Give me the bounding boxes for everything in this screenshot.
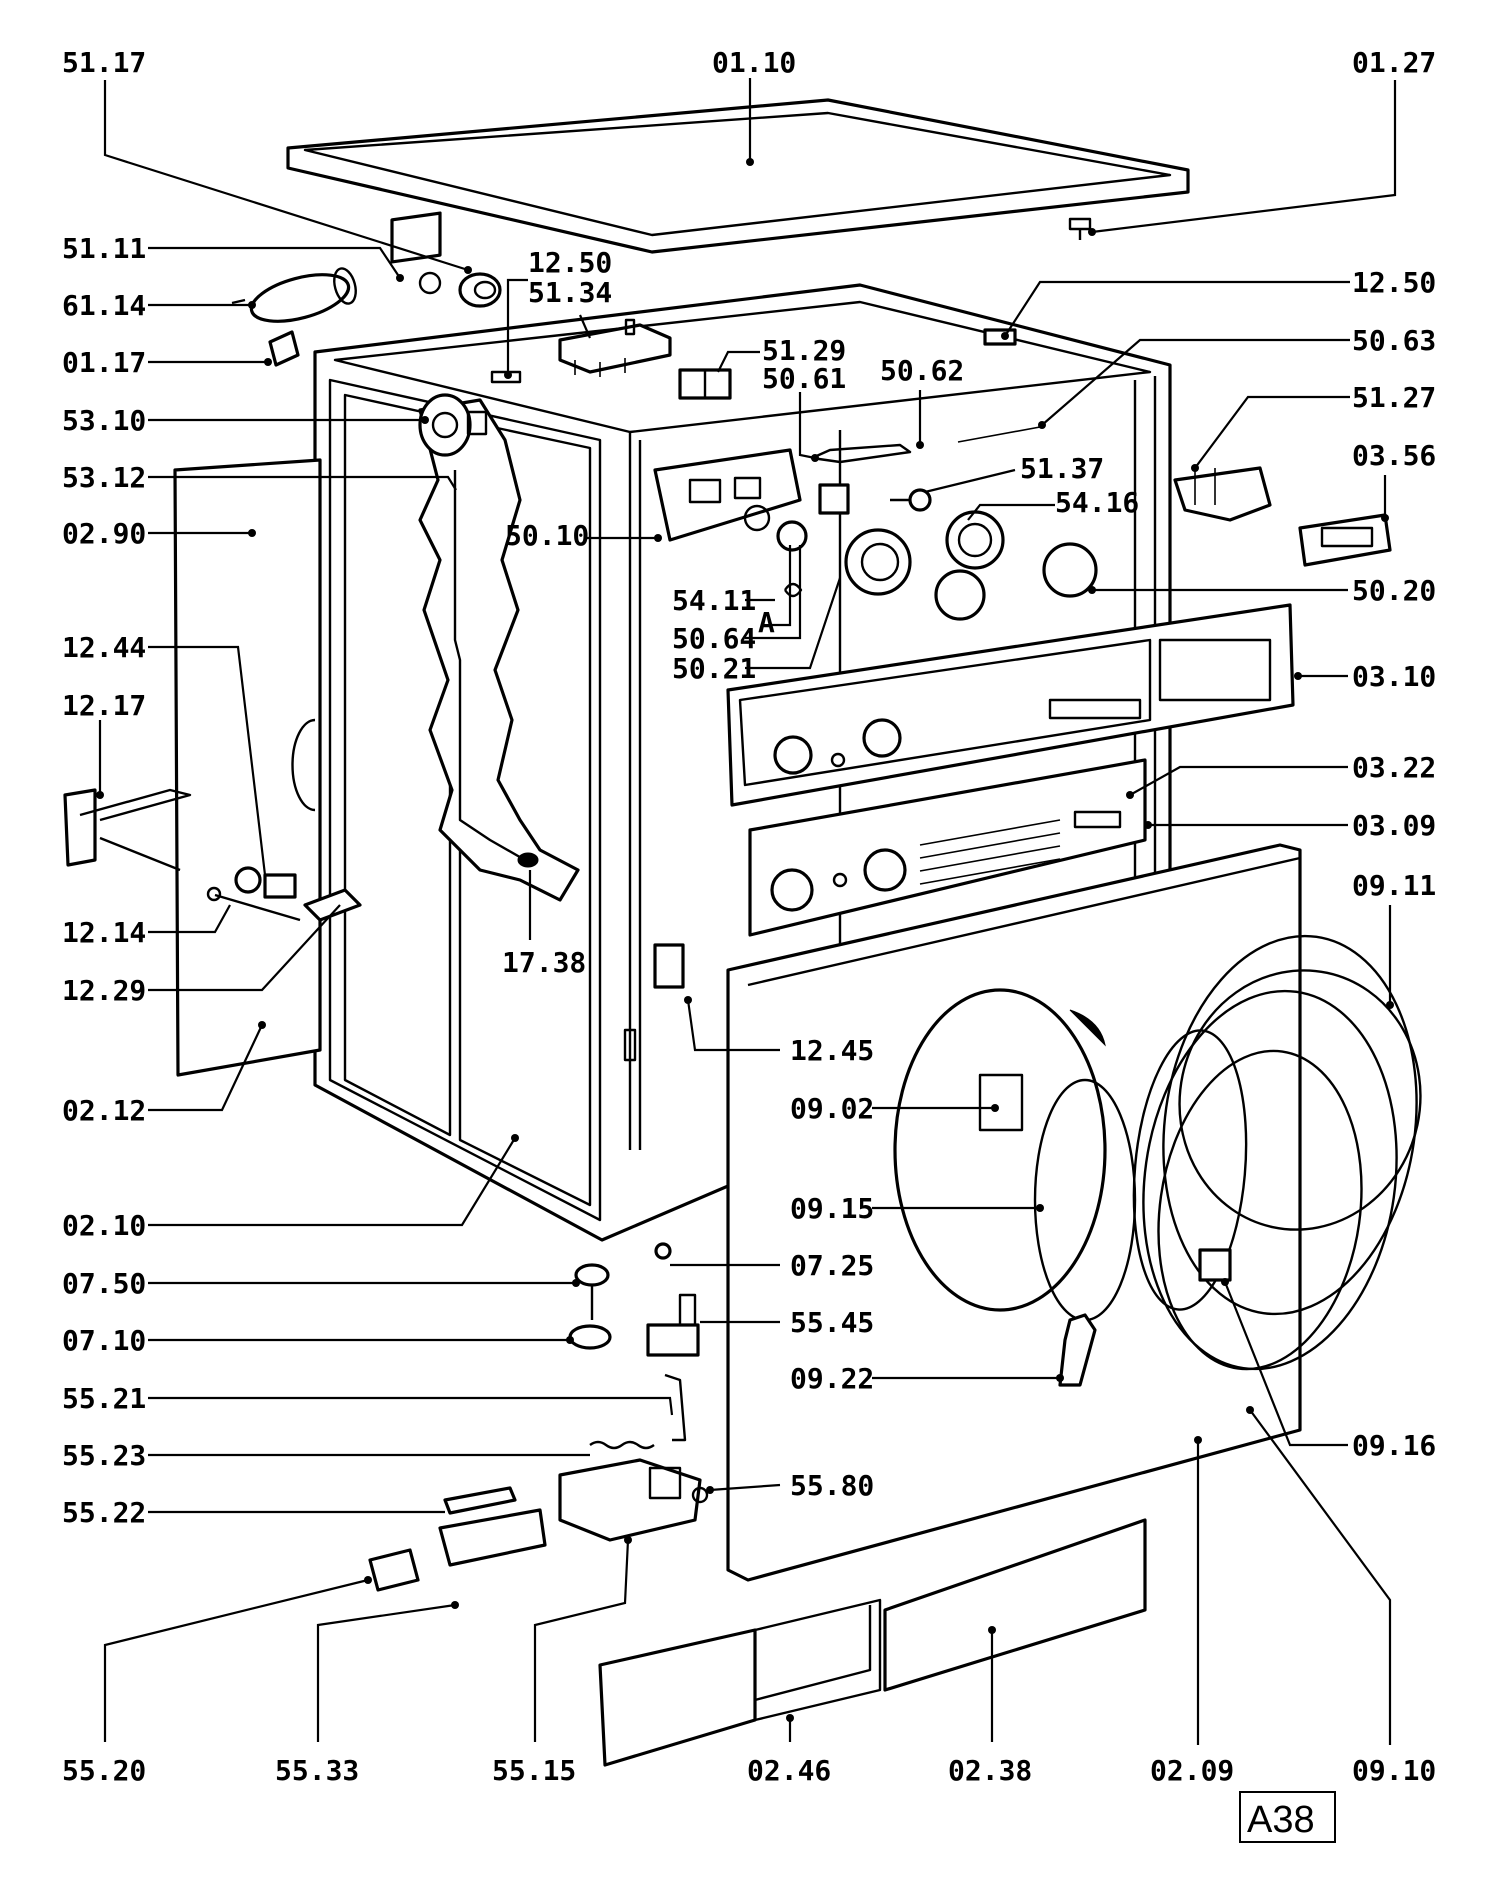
door-hinge [1058,1313,1097,1387]
part-label: 09.02 [790,1092,874,1125]
small-switch [818,483,932,515]
part-label: 12.50 [1352,266,1436,299]
part-label: 55.20 [62,1754,146,1787]
suppressor-block [390,211,502,308]
lever-rod [810,426,1041,464]
diagram-code-box: A38 [1239,1791,1336,1843]
capacitor [231,267,357,323]
part-label: 54.11 [672,584,756,617]
bracket [268,330,300,367]
part-label: 07.10 [62,1324,146,1357]
part-label: 02.90 [62,517,146,550]
part-label: 53.10 [62,404,146,437]
part-label: 12.17 [62,689,146,722]
part-label: 01.10 [712,46,796,79]
part-label: 55.15 [492,1754,576,1787]
rear-panel [173,458,322,1077]
part-label: 01.27 [1352,46,1436,79]
part-label: 03.22 [1352,751,1436,784]
washing-machine-drawing [63,98,1422,1767]
part-label: 51.34 [528,276,612,309]
side-hinge-bracket [623,943,685,1062]
leader-lines [96,78,1397,1745]
part-label: 50.62 [880,354,964,387]
part-label: 50.10 [505,519,589,552]
part-label: 51.17 [62,46,146,79]
dispenser-tray [1173,466,1272,522]
part-label: A [758,606,775,639]
cutaway-hose [418,398,580,902]
part-label: 12.44 [62,631,146,664]
part-label: 55.23 [62,1439,146,1472]
part-label: 53.12 [62,461,146,494]
part-label: 55.22 [62,1496,146,1529]
part-label: 55.80 [790,1469,874,1502]
top-lid [286,98,1190,254]
control-panel [748,758,1147,937]
part-label: 03.10 [1352,660,1436,693]
hinge-arm [63,788,192,872]
part-label: 50.64 [672,622,756,655]
control-knobs [776,510,1098,621]
part-label: 17.38 [502,946,586,979]
part-label: 51.37 [1020,452,1104,485]
lid-clip [1068,217,1092,240]
control-fascia [726,603,1295,807]
part-label: 51.27 [1352,381,1436,414]
part-label: 50.63 [1352,324,1436,357]
clip-right [983,328,1017,346]
pressure-switch [418,393,488,457]
door-lock-assembly [368,1293,709,1592]
part-label: 02.12 [62,1094,146,1127]
part-label: 09.11 [1352,869,1436,902]
part-label: 03.56 [1352,439,1436,472]
part-labels: 51.17 01.10 01.27 51.11 12.50 51.34 61.1… [62,46,1436,1787]
part-label: 09.15 [790,1192,874,1225]
part-label: 09.16 [1352,1429,1436,1462]
part-label: 02.09 [1150,1754,1234,1787]
plinth-panels [598,1518,1147,1767]
part-label: 54.16 [1055,486,1139,519]
relay [678,368,732,400]
part-label: 09.22 [790,1362,874,1395]
part-label: 12.45 [790,1034,874,1067]
control-electronics [653,448,802,542]
part-label: 12.29 [62,974,146,1007]
part-label: 55.45 [790,1306,874,1339]
part-label: 02.46 [747,1754,831,1787]
part-label: 55.21 [62,1382,146,1415]
part-label: 50.21 [672,652,756,685]
part-label: 07.25 [790,1249,874,1282]
part-label: 01.17 [62,346,146,379]
diagram-code: A38 [1247,1799,1315,1841]
part-label: 09.10 [1352,1754,1436,1787]
terminal-block [558,318,672,377]
part-label: 61.14 [62,289,146,322]
part-label: 03.09 [1352,809,1436,842]
damper-parts [206,866,362,922]
part-label: 07.50 [62,1267,146,1300]
adjustable-feet [568,1242,672,1350]
part-label: 51.11 [62,232,146,265]
part-label: 12.14 [62,916,146,949]
part-label: 50.61 [762,362,846,395]
door-opening [893,988,1137,1322]
part-label: 55.33 [275,1754,359,1787]
part-label: 12.50 [528,246,612,279]
door-rings [1132,934,1422,1371]
part-label: 02.38 [948,1754,1032,1787]
indicator-block [1298,513,1392,567]
part-label: 51.29 [762,334,846,367]
part-label: 02.10 [62,1209,146,1242]
part-label: 50.20 [1352,574,1436,607]
